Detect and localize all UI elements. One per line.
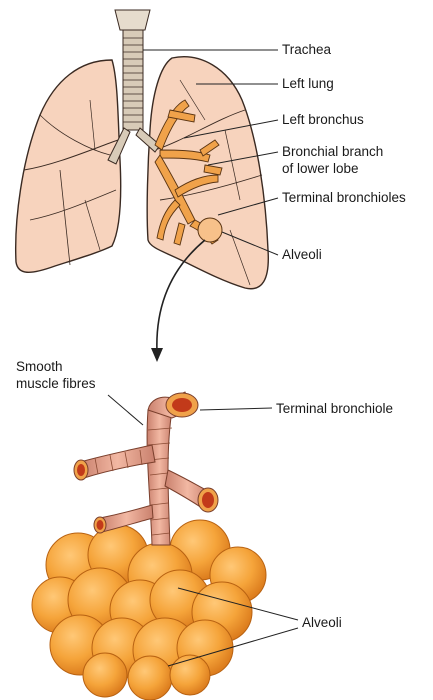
label-terminal-bronchiole: Terminal bronchiole [276,401,394,416]
alveoli-highlight-circle [197,217,223,243]
label-smooth-muscle-line2: muscle fibres [16,376,96,391]
leader-lines [107,49,299,667]
label-bronchial-branch-line2: of lower lobe [282,161,359,176]
label-trachea: Trachea [282,42,332,57]
leader-terminal-bronchiole [199,407,273,411]
label-smooth-muscle-line1: Smooth [16,359,63,374]
leader-alveoli-top [221,231,279,256]
right-lung [15,59,122,273]
leader-left-bronchus [183,119,279,139]
leader-alveoli-bottom-1 [177,587,299,621]
label-left-lung: Left lung [282,76,334,91]
label-alveoli-bottom: Alveoli [302,615,342,630]
leader-alveoli-bottom-2 [167,627,299,667]
zoom-arrow [151,239,206,362]
label-terminal-bronchioles: Terminal bronchioles [282,190,406,205]
leader-smooth-muscle [107,394,144,426]
leader-bronchial-branch [207,151,279,166]
label-bronchial-branch-line1: Bronchial branch [282,144,384,159]
label-alveoli-top: Alveoli [282,247,322,262]
leader-terminal-bronchioles [217,197,279,216]
enlarged-bronchiole [73,391,219,546]
alveoli-cluster [31,519,267,700]
label-left-bronchus: Left bronchus [282,112,364,127]
trachea [107,9,161,165]
